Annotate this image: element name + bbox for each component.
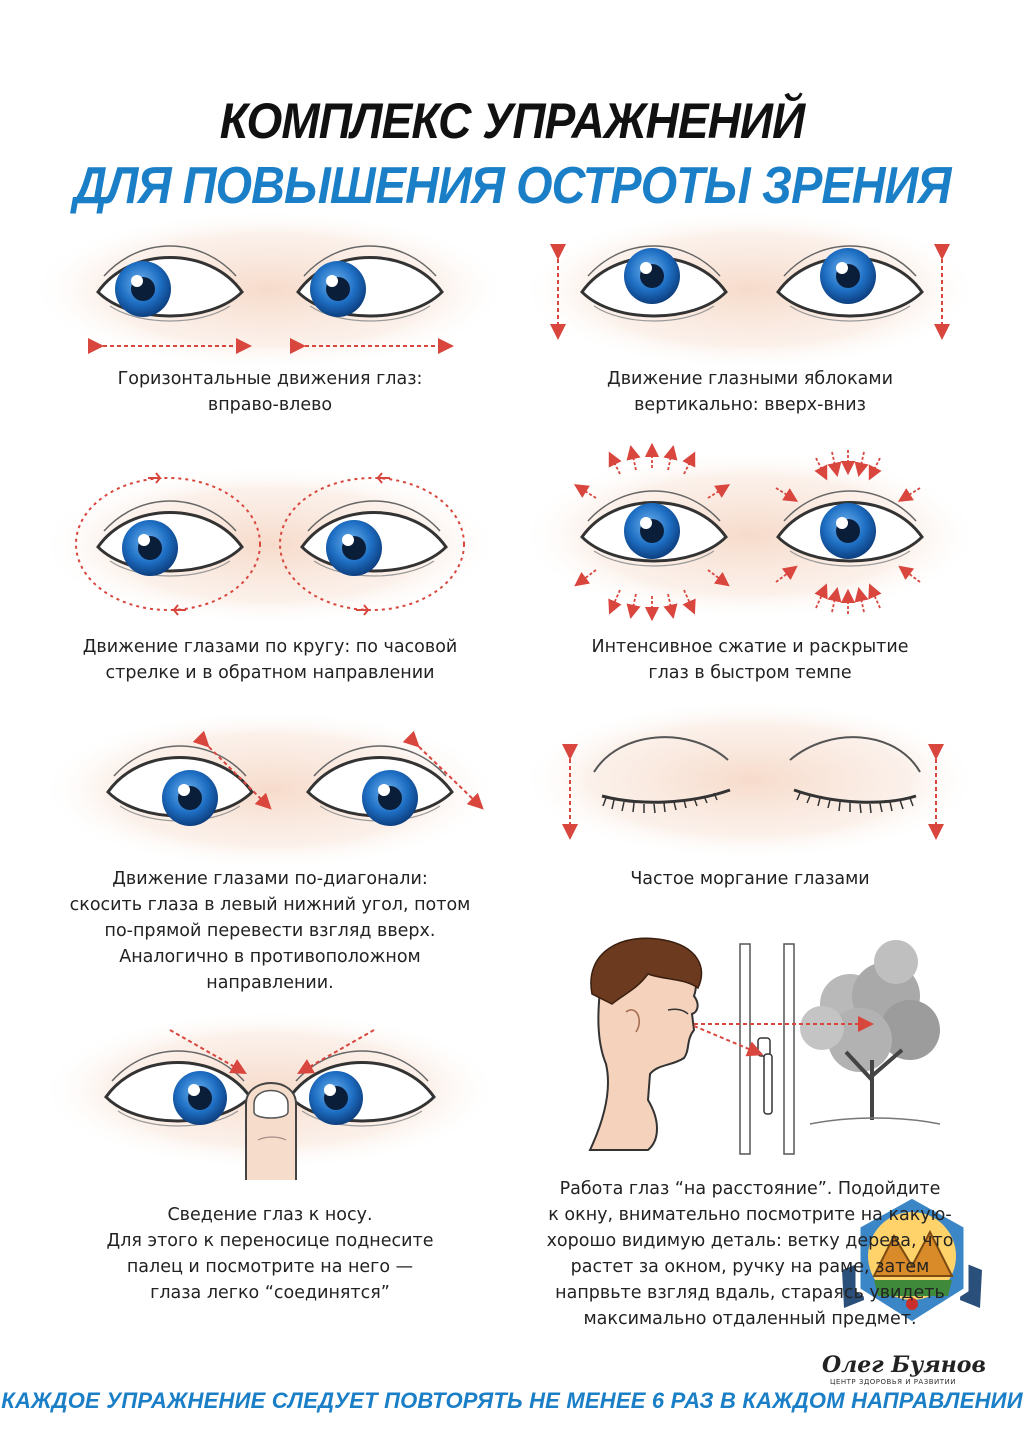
caption-circle: Движение глазами по кругу: по часовой ст…	[82, 637, 458, 683]
eye-icon	[580, 490, 728, 568]
eye-icon	[776, 245, 924, 323]
logo-badge-icon	[842, 1193, 982, 1327]
closed-eye-icon	[789, 736, 921, 814]
exercise-blink-illustration	[520, 700, 980, 860]
eye-icon	[288, 1050, 436, 1128]
caption-vertical: Движение глазными яблоками вертикально: …	[607, 369, 893, 415]
exercise-circle-illustration	[40, 465, 500, 625]
caption-nose: Сведение глаз к носу. Для этого к перено…	[106, 1205, 434, 1303]
author-signature: Олег Буянов	[822, 1352, 986, 1378]
footer-note: КАЖДОЕ УПРАЖНЕНИЕ СЛЕДУЕТ ПОВТОРЯТЬ НЕ М…	[1, 1388, 1023, 1413]
exercise-nose-illustration	[40, 1010, 500, 1180]
eye-icon	[776, 490, 924, 568]
page-subtitle: ДЛЯ ПОВЫШЕНИЯ ОСТРОТЫ ЗРЕНИЯ	[73, 157, 951, 215]
exercise-distance-illustration	[588, 937, 941, 1155]
exercise-squeeze-illustration	[520, 442, 980, 622]
arrow-icon	[573, 442, 921, 622]
arrow-icon	[192, 730, 272, 810]
exercise-horizontal-illustration	[30, 210, 510, 370]
man-profile-icon	[588, 937, 703, 1151]
finger-icon	[245, 1082, 297, 1180]
caption-distance: Работа глаз “на расстояние”. Подойдите к…	[546, 1179, 954, 1329]
caption-horizontal: Горизонтальные движения глаз: вправо-вле…	[117, 369, 423, 415]
arrow-icon	[75, 477, 261, 611]
arrow-icon	[402, 730, 484, 810]
caption-squeeze: Интенсивное сжатие и раскрытие глаз в бы…	[591, 637, 909, 683]
exercise-diagonal-illustration	[40, 710, 500, 870]
eye-icon	[296, 245, 444, 323]
eye-icon	[300, 500, 448, 578]
exercise-vertical-illustration	[520, 210, 980, 370]
caption-blink: Частое моргание глазами	[630, 869, 870, 889]
eye-icon	[96, 245, 244, 323]
author-subtitle: ЦЕНТР ЗДОРОВЬЯ И РАЗВИТИИ	[830, 1378, 956, 1386]
page-title: КОМПЛЕКС УПРАЖНЕНИЙ	[219, 93, 805, 149]
caption-diagonal: Движение глазами по-диагонали: скосить г…	[69, 869, 471, 993]
closed-eye-icon	[593, 736, 731, 814]
arrow-icon	[693, 1025, 764, 1057]
eye-icon	[96, 500, 244, 578]
eye-icon	[580, 245, 728, 323]
arrow-icon	[279, 477, 465, 611]
eye-icon	[104, 1050, 252, 1128]
tree-icon	[800, 940, 941, 1125]
